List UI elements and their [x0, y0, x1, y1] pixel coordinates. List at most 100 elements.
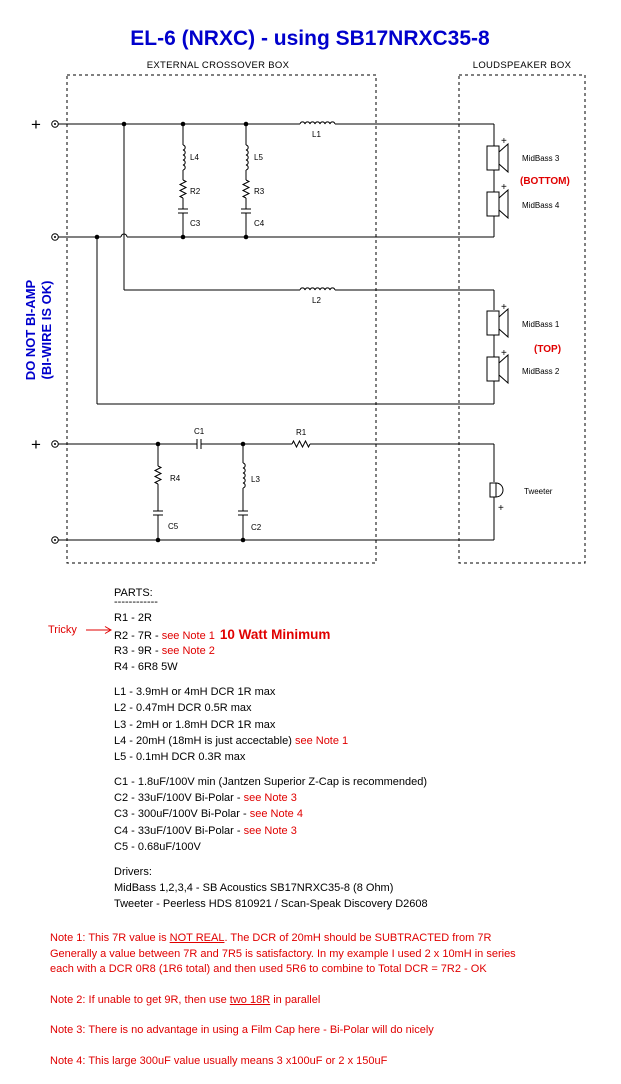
driver-tweeter: Tweeter - Peerless HDS 810921 / Scan-Spe… — [114, 898, 428, 911]
part-c2-note: see Note 3 — [243, 792, 297, 805]
label-tweeter: Tweeter — [524, 487, 553, 496]
crossover-box-label: EXTERNAL CROSSOVER BOX — [147, 60, 290, 71]
note-2-b: in parallel — [270, 993, 321, 1006]
label-c5: C5 — [168, 522, 179, 531]
tweeter-icon-body — [489, 482, 497, 498]
inductor-l2 — [299, 287, 336, 291]
note-1-underlined: NOT REAL — [169, 932, 225, 944]
driver-midbass: MidBass 1,2,3,4 - SB Acoustics SB17NRXC3… — [114, 882, 394, 895]
label-c2: C2 — [251, 523, 262, 532]
note-2-underlined: two 18R — [229, 993, 271, 1006]
label-r1: R1 — [296, 428, 307, 437]
part-l4: L4 - 20mH (18mH is just accectable) see … — [114, 733, 428, 749]
label-c1: C1 — [194, 427, 205, 436]
woofer-positive-terminal — [51, 120, 59, 128]
capacitor-c4 — [240, 208, 252, 214]
inductor-l5 — [245, 144, 249, 171]
note-1-line2: Generally a value between 7R and 7R5 is … — [50, 947, 516, 960]
label-c3: C3 — [190, 219, 201, 228]
tweeter-plus: + — [498, 503, 504, 514]
label-l1: L1 — [312, 130, 321, 139]
part-l3: L3 - 2mH or 1.8mH DCR 1R max — [114, 718, 276, 731]
part-r2-note: see Note 1 — [161, 629, 215, 642]
midbass-4-speaker-icon — [486, 189, 509, 219]
inductor-l1 — [299, 121, 336, 125]
tweeter-negative-terminal — [51, 536, 59, 544]
label-r3: R3 — [254, 187, 265, 196]
label-l5: L5 — [254, 153, 263, 162]
midbass-4-plus: + — [501, 182, 507, 193]
part-c3: C3 - 300uF/100V Bi-Polar - see Note 4 — [114, 806, 428, 822]
part-r3: R3 - 9R - see Note 2 — [114, 643, 428, 659]
part-c2: C2 - 33uF/100V Bi-Polar - see Note 3 — [114, 790, 428, 806]
label-top: (TOP) — [534, 344, 561, 355]
note-4: Note 4: This large 300uF value usually m… — [50, 1054, 388, 1067]
resistor-r4 — [154, 465, 162, 485]
part-c3-note: see Note 4 — [249, 808, 303, 821]
part-l4-note: see Note 1 — [294, 734, 349, 747]
note-1: Note 1: This 7R value is NOT REAL. The D… — [50, 931, 615, 978]
speaker-box-label: LOUDSPEAKER BOX — [473, 60, 572, 71]
label-midbass-4: MidBass 4 — [522, 201, 560, 210]
midbass-2-plus: + — [501, 348, 507, 359]
tweeter-plus-sign: + — [31, 435, 41, 454]
tweeter-icon-dome — [495, 482, 504, 498]
label-l3: L3 — [251, 475, 260, 484]
part-l4-text: L4 - 20mH (18mH is just accectable) — [114, 734, 295, 747]
part-r4: R4 - 6R8 5W — [114, 660, 178, 673]
woofer-section — [58, 121, 509, 405]
page-title: EL-6 (NRXC) - using SB17NRXC35-8 — [130, 27, 490, 50]
part-l5: L5 - 0.1mH DCR 0.3R max — [114, 750, 246, 763]
parts-list: PARTS: ------------ R1 - 2R R2 - 7R - se… — [114, 585, 428, 913]
crossover-schematic: EL-6 (NRXC) - using SB17NRXC35-8 EXTERNA… — [23, 27, 586, 564]
woofer-negative-terminal — [51, 233, 59, 241]
part-r2-text: R2 - 7R - — [114, 629, 162, 642]
tricky-arrow-icon — [85, 626, 112, 635]
resistor-r1 — [291, 439, 311, 449]
label-midbass-3: MidBass 3 — [522, 154, 560, 163]
label-c4: C4 — [254, 219, 265, 228]
midbass-3-plus: + — [501, 136, 507, 147]
part-r1: R1 - 2R — [114, 612, 152, 625]
part-c1: C1 - 1.8uF/100V min (Jantzen Superior Z-… — [114, 776, 428, 789]
capacitor-c3 — [177, 208, 189, 214]
label-midbass-2: MidBass 2 — [522, 367, 560, 376]
midbass-1-plus: + — [501, 302, 507, 313]
note-1-line3: each with a DCR 0R8 (1R6 total) and then… — [50, 963, 487, 975]
external-crossover-box — [66, 74, 377, 564]
woofer-plus-sign: + — [31, 115, 41, 134]
inductor-l4 — [182, 144, 186, 171]
side-warning-line1: DO NOT BI-AMP — [23, 279, 38, 380]
inductor-l3 — [242, 462, 246, 489]
note-2-a: Note 2: If unable to get 9R, then use — [50, 993, 230, 1006]
capacitor-c5 — [152, 510, 164, 516]
part-r3-text: R3 - 9R - — [114, 644, 162, 657]
part-c4-text: C4 - 33uF/100V Bi-Polar - — [114, 824, 244, 837]
label-l2: L2 — [312, 296, 321, 305]
label-l4: L4 — [190, 153, 199, 162]
tweeter-positive-terminal — [51, 440, 59, 448]
tweeter-section — [58, 439, 504, 543]
label-r4: R4 — [170, 474, 181, 483]
side-warning: DO NOT BI-AMP (BI-WIRE IS OK) — [23, 279, 54, 380]
part-r3-note: see Note 2 — [161, 644, 215, 657]
capacitor-c2 — [237, 510, 249, 516]
note-3: Note 3: There is no advantage in using a… — [50, 1024, 434, 1036]
part-c4-note: see Note 3 — [243, 824, 297, 837]
drivers-heading: Drivers: — [114, 866, 152, 878]
label-r2: R2 — [190, 187, 201, 196]
notes-section: Note 1: This 7R value is NOT REAL. The D… — [50, 931, 615, 1084]
parts-heading: PARTS: — [114, 587, 153, 599]
label-bottom: (BOTTOM) — [520, 176, 570, 187]
midbass-2-speaker-icon — [486, 354, 509, 384]
resistor-r2 — [179, 179, 187, 199]
resistor-r3 — [242, 179, 250, 199]
part-c2-text: C2 - 33uF/100V Bi-Polar - — [114, 792, 244, 805]
tricky-label: Tricky — [48, 624, 77, 636]
part-l2: L2 - 0.47mH DCR 0.5R max — [114, 702, 252, 715]
label-midbass-1: MidBass 1 — [522, 320, 560, 329]
tricky-annotation: Tricky — [48, 624, 112, 636]
note-2: Note 2: If unable to get 9R, then use tw… — [50, 993, 615, 1009]
parts-heading-underline: ------------ — [114, 596, 158, 609]
